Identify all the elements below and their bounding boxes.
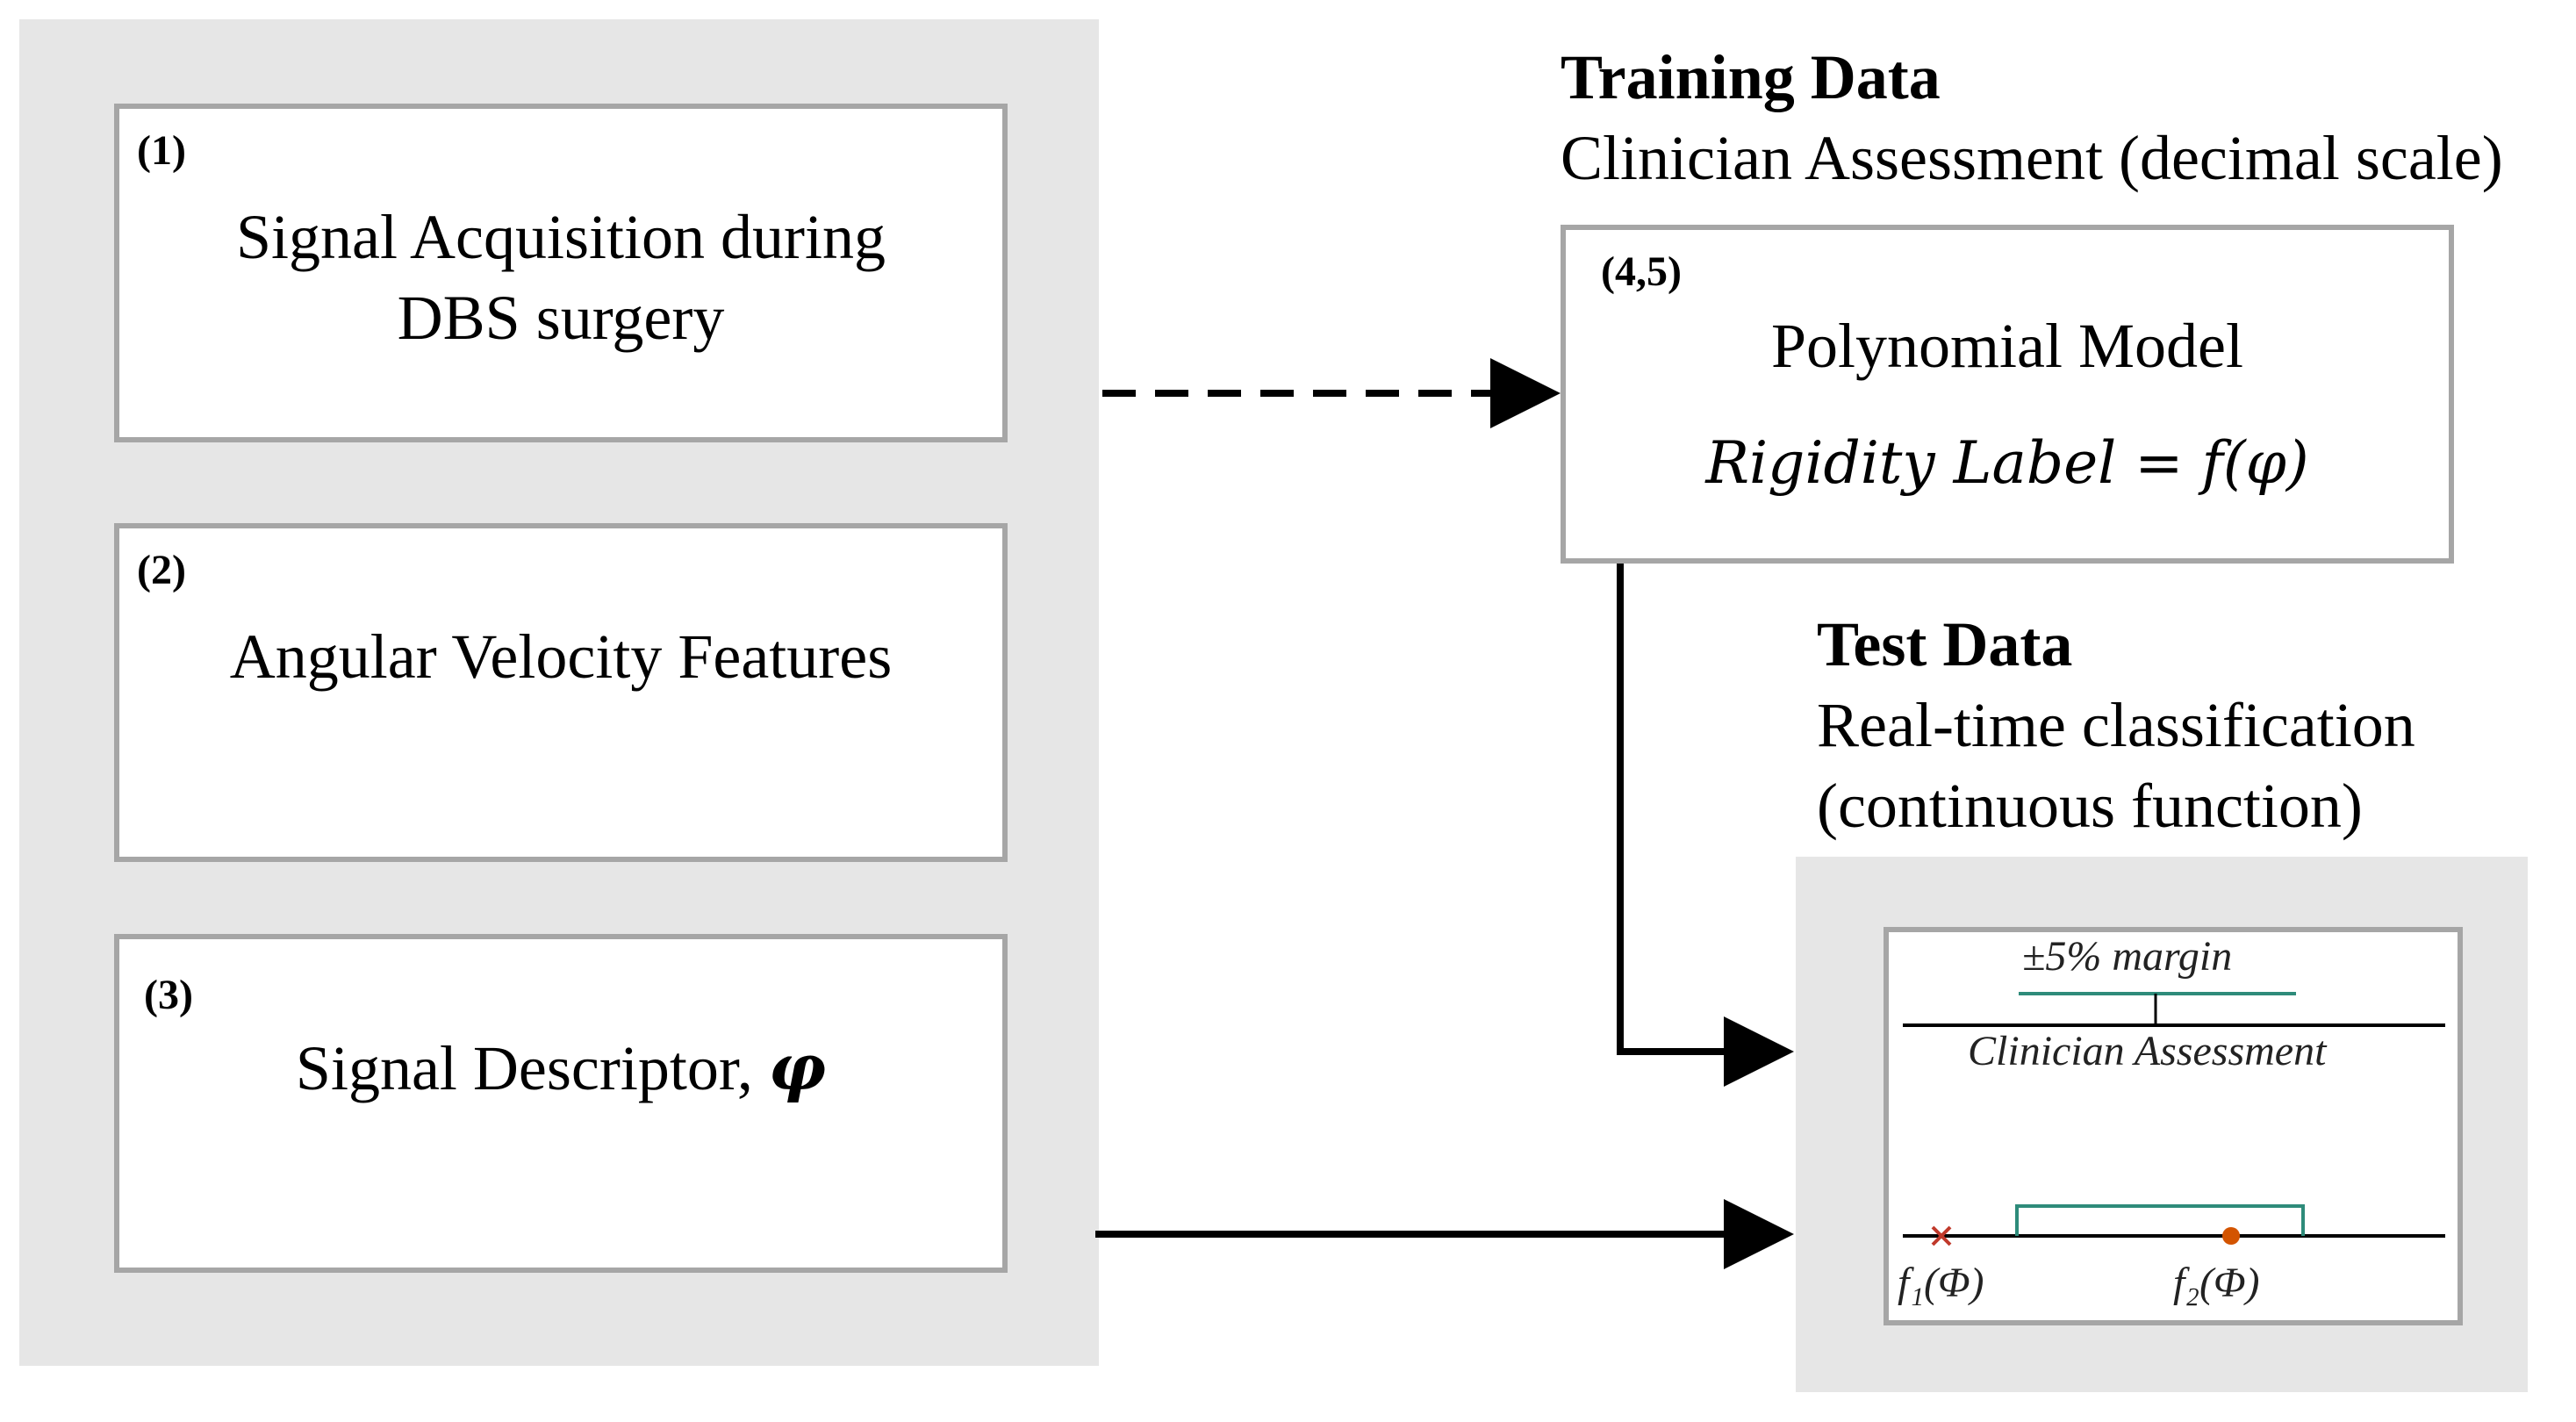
model-title: Polynomial Model <box>1771 311 2243 381</box>
arrow-model-to-inset <box>1617 564 1794 1087</box>
f1-label: f₁(Φ) <box>1898 1260 1984 1306</box>
step-2-text: Angular Velocity Features <box>119 616 1002 697</box>
step-1-number: (1) <box>137 127 186 174</box>
step-3-box: (3) Signal Descriptor, φ <box>114 934 1008 1273</box>
step-1-line1: Signal Acquisition during <box>235 202 886 272</box>
step-3-text: Signal Descriptor, φ <box>119 1027 1002 1109</box>
f2-dot-marker <box>2222 1227 2240 1245</box>
test-subtitle-line2: (continuous function) <box>1817 771 2363 841</box>
model-equation: Rigidity Label = f(φ) <box>1705 429 2309 497</box>
assessment-axis-label: Clinician Assessment <box>1968 1028 2327 1074</box>
step-1-line2: DBS surgery <box>397 283 725 353</box>
step-3-prefix: Signal Descriptor, <box>295 1033 769 1103</box>
training-subtitle: Clinician Assessment (decimal scale) <box>1561 123 2503 193</box>
step-2-number: (2) <box>137 547 186 593</box>
model-box: (4,5) Polynomial Model Rigidity Label = … <box>1561 225 2454 564</box>
margin-label: ±5% margin <box>2022 933 2233 980</box>
step-3-number: (3) <box>144 972 193 1018</box>
test-subtitle-line1: Real-time classification <box>1817 690 2415 760</box>
step-2-box: (2) Angular Velocity Features <box>114 523 1008 862</box>
test-heading: Test Data <box>1817 609 2073 679</box>
model-number: (4,5) <box>1601 248 1682 295</box>
training-heading: Training Data <box>1561 42 1941 112</box>
step-1-box: (1) Signal Acquisition during DBS surger… <box>114 104 1008 442</box>
step-2-line1: Angular Velocity Features <box>229 621 893 692</box>
step-1-text: Signal Acquisition during DBS surgery <box>119 197 1002 358</box>
phi-symbol: φ <box>768 1030 827 1104</box>
margin-bracket <box>2015 1204 2305 1236</box>
f1-cross-marker <box>1931 1225 1952 1246</box>
f2-label: f₂(Φ) <box>2173 1260 2260 1306</box>
